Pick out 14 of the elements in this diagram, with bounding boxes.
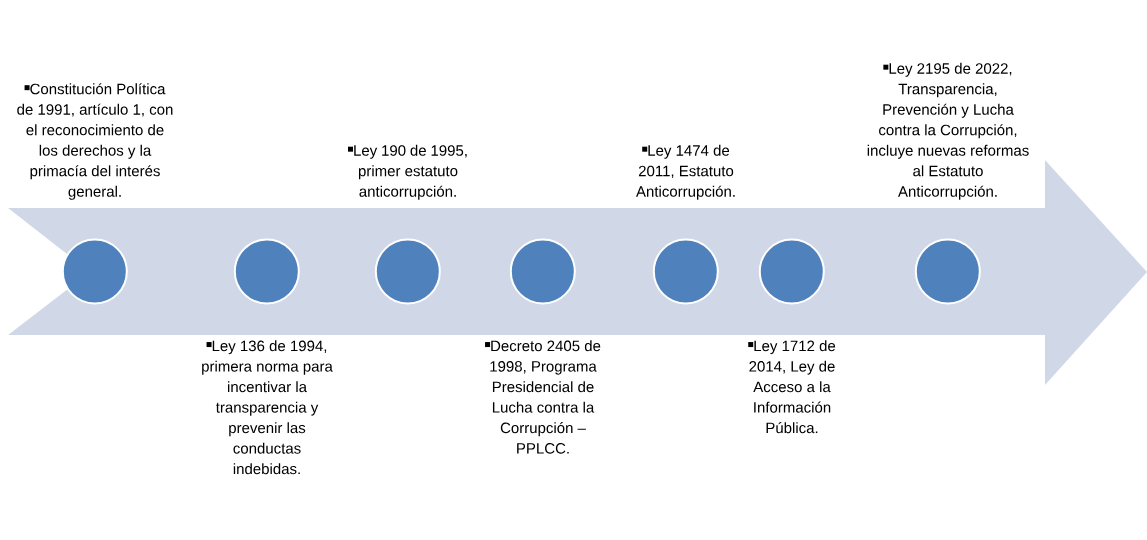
timeline-dot xyxy=(233,238,300,305)
timeline-dot xyxy=(758,238,825,305)
timeline-text: Ley 136 de 1994, primera norma para incentivar la transparencia y prevenir las conductas indebidas. xyxy=(202,340,333,475)
timeline-text: Decreto 2405 de 1998, Programa Presidencial de Lucha contra la Corrupción – PPLCC. xyxy=(485,340,601,454)
timeline-text: Ley 2195 de 2022, Transparencia, Prevención y Lucha contra la Corrupción, incluye nuevas reformas al Estatuto Anticorrupción. xyxy=(867,62,1029,200)
timeline-dot xyxy=(61,238,128,305)
timeline-dot xyxy=(914,238,981,305)
timeline-dot xyxy=(374,238,441,305)
timeline-dot xyxy=(509,238,576,305)
timeline-text: Constitución Política de 1991, artículo 1, con el reconocimiento de los derechos y la primacía del interés general. xyxy=(17,83,173,200)
timeline-text: Ley 1474 de 2011, Estatuto Anticorrupción. xyxy=(636,144,735,200)
timeline-text: Ley 190 de 1995, primer estatuto anticorrupción. xyxy=(348,144,467,200)
timeline-text: Ley 1712 de 2014, Ley de Acceso a la Información Pública. xyxy=(748,340,836,434)
timeline-dot xyxy=(652,238,719,305)
